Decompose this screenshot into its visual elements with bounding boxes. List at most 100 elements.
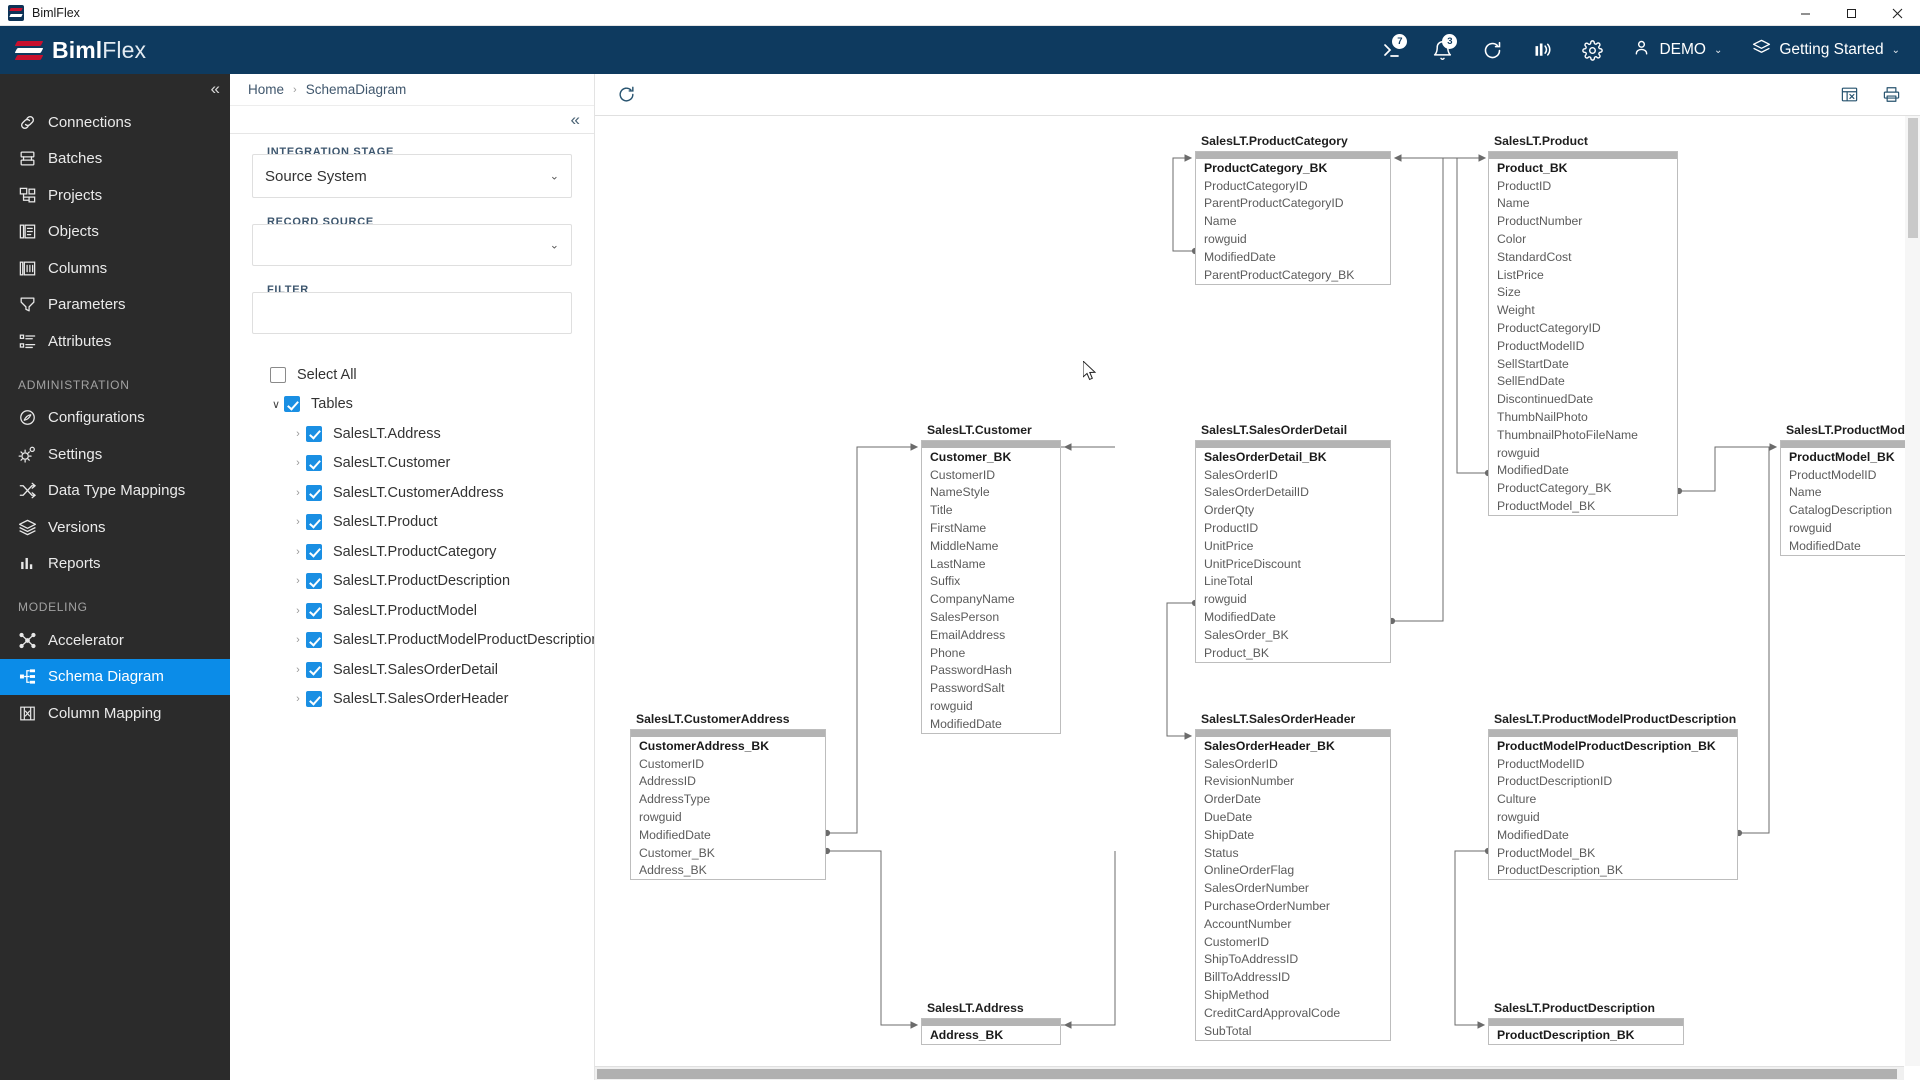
diagram-canvas[interactable]: SalesLT.ProductCategory ProductCategory_… bbox=[595, 116, 1920, 1080]
chevron-right-icon[interactable]: › bbox=[296, 663, 300, 676]
table-checkbox[interactable] bbox=[306, 455, 322, 472]
er-table-productcategory[interactable]: SalesLT.ProductCategory ProductCategory_… bbox=[1195, 134, 1391, 285]
er-table-productmodelproductdescription[interactable]: SalesLT.ProductModelProductDescription P… bbox=[1488, 712, 1738, 881]
sidebar-item-batches[interactable]: Batches bbox=[0, 141, 230, 178]
export-excel-icon[interactable] bbox=[1832, 80, 1866, 110]
gear-icon[interactable] bbox=[1570, 30, 1614, 70]
sidebar-collapse-button[interactable]: « bbox=[210, 79, 220, 98]
tree-item-product[interactable]: › SalesLT.Product bbox=[252, 508, 572, 538]
table-checkbox[interactable] bbox=[306, 543, 322, 560]
main-sidebar: « Connections Batches bbox=[0, 74, 230, 1080]
sidebar-item-projects[interactable]: Projects bbox=[0, 177, 230, 214]
refresh-icon[interactable] bbox=[609, 80, 643, 110]
table-checkbox[interactable] bbox=[306, 573, 322, 590]
scrollbar-thumb[interactable] bbox=[1908, 118, 1918, 238]
table-checkbox[interactable] bbox=[306, 691, 322, 708]
print-icon[interactable] bbox=[1874, 80, 1908, 110]
chevron-right-icon[interactable]: › bbox=[296, 516, 300, 529]
table-checkbox[interactable] bbox=[306, 661, 322, 678]
record-source-select[interactable]: ⌄ bbox=[252, 224, 572, 266]
sidebar-item-versions[interactable]: Versions bbox=[0, 509, 230, 546]
er-column: ModifiedDate bbox=[1497, 463, 1569, 478]
sidebar-item-data-type-mappings[interactable]: Data Type Mappings bbox=[0, 473, 230, 510]
er-column: OnlineOrderFlag bbox=[1204, 863, 1295, 878]
filter-input[interactable] bbox=[252, 292, 572, 334]
sidebar-item-label: Settings bbox=[48, 445, 103, 463]
sidebar-item-configurations[interactable]: Configurations bbox=[0, 400, 230, 437]
tree-item-customeraddress[interactable]: › SalesLT.CustomerAddress bbox=[252, 478, 572, 508]
sidebar-item-columns[interactable]: Columns bbox=[0, 250, 230, 287]
table-checkbox[interactable] bbox=[306, 632, 322, 649]
select-all-checkbox[interactable] bbox=[270, 366, 286, 383]
breadcrumb-home[interactable]: Home bbox=[248, 82, 285, 97]
diagram-horizontal-scrollbar[interactable] bbox=[595, 1066, 1904, 1080]
tree-item-address[interactable]: › SalesLT.Address bbox=[252, 419, 572, 449]
er-table-address[interactable]: SalesLT.Address Address_BK bbox=[921, 1001, 1061, 1045]
sidebar-item-parameters[interactable]: Parameters bbox=[0, 287, 230, 324]
er-column: SellStartDate bbox=[1497, 356, 1569, 371]
tree-item-customer[interactable]: › SalesLT.Customer bbox=[252, 449, 572, 479]
er-table-productmodel[interactable]: SalesLT.ProductModel ProductModel_BK Pro… bbox=[1780, 423, 1920, 556]
user-menu-label: DEMO bbox=[1659, 41, 1706, 58]
sidebar-item-reports[interactable]: Reports bbox=[0, 546, 230, 583]
chevron-right-icon[interactable]: › bbox=[296, 575, 300, 588]
diagram-container: SalesLT.ProductCategory ProductCategory_… bbox=[595, 74, 1920, 1080]
sidebar-item-column-mapping[interactable]: Column Mapping bbox=[0, 695, 230, 732]
chevron-right-icon[interactable]: › bbox=[296, 693, 300, 706]
chevron-right-icon[interactable]: › bbox=[296, 634, 300, 647]
user-menu[interactable]: DEMO ⌄ bbox=[1620, 30, 1734, 70]
er-table-productdescription[interactable]: SalesLT.ProductDescription ProductDescri… bbox=[1488, 1001, 1684, 1045]
er-table-customer[interactable]: SalesLT.Customer Customer_BK CustomerID … bbox=[921, 423, 1061, 734]
tree-item-salesorderdetail[interactable]: › SalesLT.SalesOrderDetail bbox=[252, 655, 572, 685]
diagram-vertical-scrollbar[interactable] bbox=[1905, 116, 1920, 1066]
sidebar-item-settings[interactable]: Settings bbox=[0, 436, 230, 473]
sidebar-item-connections[interactable]: Connections bbox=[0, 104, 230, 141]
table-checkbox[interactable] bbox=[306, 484, 322, 501]
sidebar-item-label: Versions bbox=[48, 518, 106, 536]
table-checkbox[interactable] bbox=[306, 425, 322, 442]
table-checkbox[interactable] bbox=[306, 514, 322, 531]
integration-stage-select[interactable]: Source System ⌄ bbox=[252, 154, 572, 198]
filter-panel-collapse-button[interactable]: « bbox=[570, 110, 580, 129]
er-column: rowguid bbox=[1204, 232, 1247, 247]
window-title: BimlFlex bbox=[32, 5, 80, 20]
er-column: ProductID bbox=[1497, 178, 1552, 193]
er-column-pk: SalesOrderHeader_BK bbox=[1204, 738, 1335, 753]
minimize-button[interactable] bbox=[1782, 0, 1828, 26]
notification-bell-icon[interactable]: 3 bbox=[1420, 30, 1464, 70]
close-button[interactable] bbox=[1874, 0, 1920, 26]
er-table-customeraddress[interactable]: SalesLT.CustomerAddress CustomerAddress_… bbox=[630, 712, 826, 881]
table-checkbox[interactable] bbox=[306, 602, 322, 619]
chevron-right-icon[interactable]: › bbox=[296, 604, 300, 617]
tree-item-productmodelproductdescription[interactable]: › SalesLT.ProductModelProductDescription bbox=[252, 626, 594, 656]
sidebar-item-schema-diagram[interactable]: Schema Diagram bbox=[0, 658, 230, 695]
tree-item-productcategory[interactable]: › SalesLT.ProductCategory bbox=[252, 537, 572, 567]
column-mapping-icon bbox=[18, 704, 48, 723]
tree-node-tables[interactable]: ∨ Tables bbox=[252, 390, 572, 420]
er-table-salesorderheader[interactable]: SalesLT.SalesOrderHeader SalesOrderHeade… bbox=[1195, 712, 1391, 1041]
select-all-row[interactable]: Select All bbox=[252, 360, 572, 390]
metrics-icon[interactable] bbox=[1520, 30, 1564, 70]
er-table-product[interactable]: SalesLT.Product Product_BK ProductID Nam… bbox=[1488, 134, 1678, 516]
er-column: UnitPriceDiscount bbox=[1204, 556, 1301, 571]
tables-checkbox[interactable] bbox=[284, 396, 300, 413]
tree-item-productdescription[interactable]: › SalesLT.ProductDescription bbox=[252, 567, 572, 597]
chevron-down-icon[interactable]: ∨ bbox=[271, 398, 281, 411]
scrollbar-thumb[interactable] bbox=[597, 1069, 1897, 1079]
refresh-icon[interactable] bbox=[1470, 30, 1514, 70]
er-column: SubTotal bbox=[1204, 1023, 1252, 1038]
window-titlebar: BimlFlex bbox=[0, 0, 1920, 26]
chevron-right-icon[interactable]: › bbox=[296, 486, 300, 499]
maximize-button[interactable] bbox=[1828, 0, 1874, 26]
console-icon[interactable]: 7 bbox=[1370, 30, 1414, 70]
getting-started-menu[interactable]: Getting Started ⌄ bbox=[1740, 30, 1912, 70]
sidebar-item-attributes[interactable]: Attributes bbox=[0, 323, 230, 360]
tree-item-productmodel[interactable]: › SalesLT.ProductModel bbox=[252, 596, 572, 626]
chevron-right-icon[interactable]: › bbox=[296, 545, 300, 558]
sidebar-item-objects[interactable]: Objects bbox=[0, 214, 230, 251]
chevron-right-icon[interactable]: › bbox=[296, 427, 300, 440]
chevron-right-icon[interactable]: › bbox=[296, 457, 300, 470]
tree-item-salesorderheader[interactable]: › SalesLT.SalesOrderHeader bbox=[252, 685, 572, 715]
sidebar-item-accelerator[interactable]: Accelerator bbox=[0, 622, 230, 659]
er-table-salesorderdetail[interactable]: SalesLT.SalesOrderDetail SalesOrderDetai… bbox=[1195, 423, 1391, 663]
